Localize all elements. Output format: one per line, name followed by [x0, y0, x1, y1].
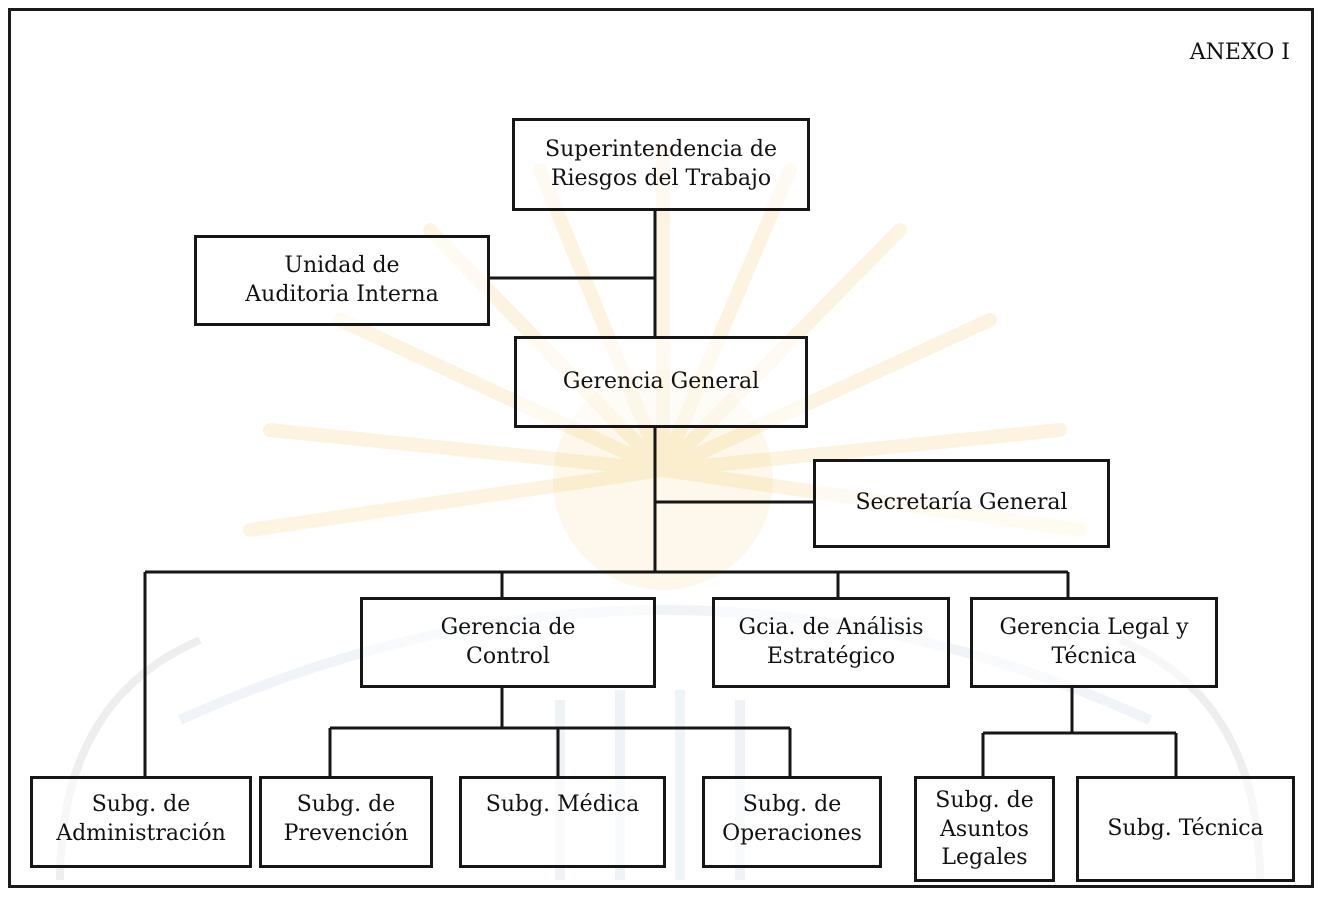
node-sub-administration: Subg. de Administración: [30, 776, 252, 868]
node-general-secretariat: Secretaría General: [813, 459, 1110, 548]
annex-label: ANEXO I: [1189, 40, 1290, 65]
node-strategic-analysis: Gcia. de Análisis Estratégico: [712, 597, 950, 688]
node-control-management: Gerencia de Control: [360, 597, 656, 688]
node-legal-technical: Gerencia Legal y Técnica: [970, 597, 1218, 688]
node-general-management: Gerencia General: [514, 336, 808, 428]
node-sub-technical: Subg. Técnica: [1076, 776, 1295, 882]
node-sub-prevention: Subg. de Prevención: [259, 776, 433, 868]
node-audit-unit: Unidad de Auditoria Interna: [194, 235, 490, 326]
node-sub-medical: Subg. Médica: [459, 776, 666, 868]
node-sub-legal-affairs: Subg. de Asuntos Legales: [914, 776, 1055, 882]
node-superintendencia: Superintendencia de Riesgos del Trabajo: [512, 118, 810, 211]
node-sub-operations: Subg. de Operaciones: [702, 776, 882, 868]
